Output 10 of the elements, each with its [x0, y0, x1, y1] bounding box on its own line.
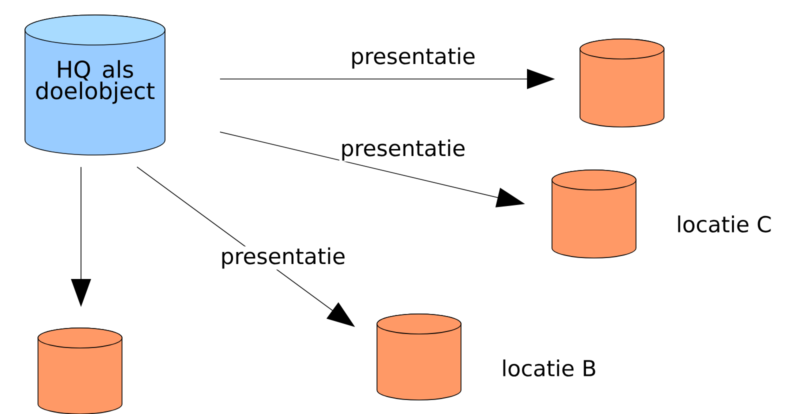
node-caption: locatie B: [503, 359, 596, 376]
database-cylinder: [552, 170, 636, 258]
edge-label: presentatie: [219, 246, 347, 270]
database-cylinder: [376, 314, 462, 400]
node-caption: locatie C: [678, 215, 771, 232]
edge-label: presentatie: [339, 138, 467, 162]
database-cylinder: [38, 328, 122, 414]
edge-label: presentatie: [349, 46, 477, 70]
database-cylinder: [580, 38, 664, 128]
database-cylinder: HQ als doelobject: [24, 14, 166, 156]
